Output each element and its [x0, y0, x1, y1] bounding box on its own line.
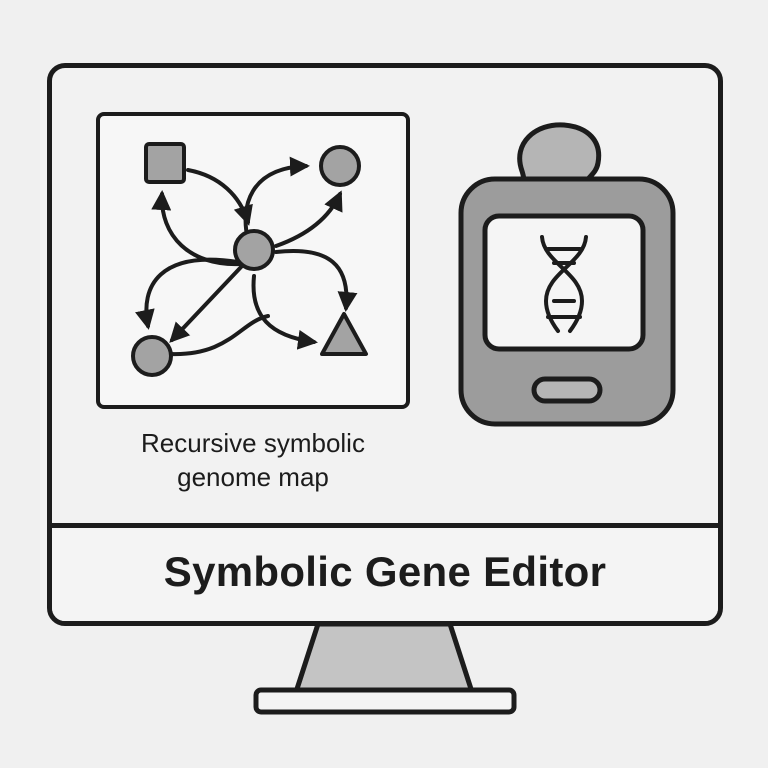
genome-map-panel[interactable]	[96, 112, 410, 409]
handheld-device[interactable]	[452, 113, 682, 443]
node-circle-top-right[interactable]	[319, 145, 361, 187]
screen: Recursive symbolic genome map	[52, 68, 718, 528]
genome-map-caption: Recursive symbolic genome map	[96, 426, 410, 494]
edge-center-bottomleft	[169, 264, 244, 343]
node-triangle[interactable]	[320, 312, 368, 356]
edge-center-triangle	[274, 249, 358, 312]
edge-bottomleft-curve	[168, 314, 270, 357]
edge-loop-left	[135, 257, 240, 330]
node-circle-bottom-left[interactable]	[131, 335, 173, 377]
node-circle-center[interactable]	[233, 229, 275, 271]
edge-center-circle	[274, 190, 343, 248]
node-square[interactable]	[144, 142, 186, 184]
caption-line-1: Recursive symbolic	[141, 428, 365, 458]
edge-center-topcircle	[243, 156, 310, 242]
title-bar: Symbolic Gene Editor	[52, 523, 718, 621]
app-title: Symbolic Gene Editor	[163, 547, 607, 595]
device-screen	[482, 213, 646, 352]
device-home-button[interactable]	[531, 376, 603, 404]
monitor-base	[253, 687, 517, 715]
edge-center-square	[151, 190, 242, 267]
genome-map-diagram	[131, 142, 368, 377]
monitor: Recursive symbolic genome map	[47, 63, 723, 626]
dna-icon	[540, 235, 588, 333]
edge-square-center	[186, 168, 253, 226]
edge-center-down	[251, 274, 318, 350]
caption-line-2: genome map	[177, 462, 329, 492]
